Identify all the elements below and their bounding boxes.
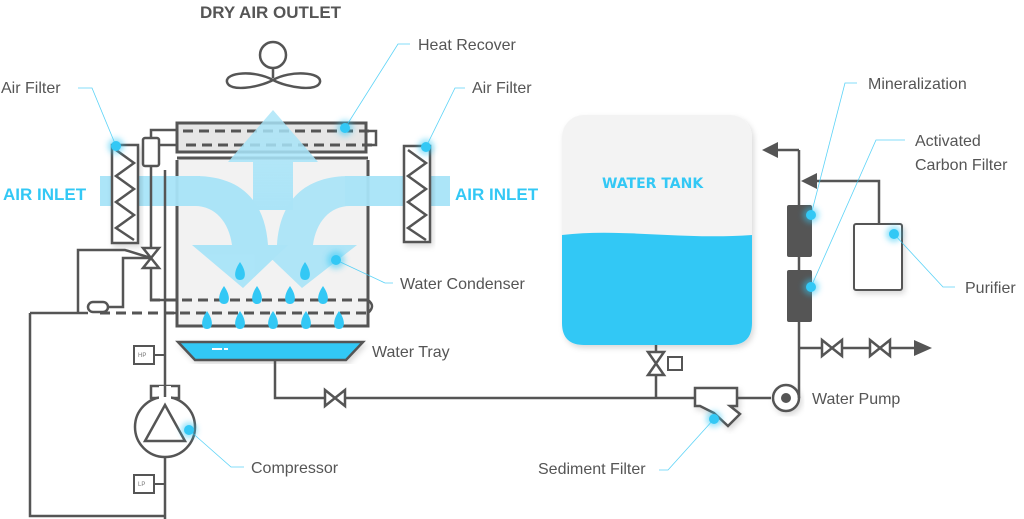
- fan-icon: [225, 40, 322, 90]
- purifier-label: Purifier: [965, 280, 1016, 297]
- air-filter-left: [110, 143, 140, 245]
- water-droplets: [202, 262, 344, 329]
- outlet-valve-2: [868, 337, 892, 359]
- dry-air-outlet-title: DRY AIR OUTLET: [200, 3, 342, 22]
- return-arrow-icon: [801, 173, 817, 189]
- outlet-arrow-right-icon: [914, 340, 932, 356]
- drain-valve: [323, 387, 347, 409]
- heat-recover-label: Heat Recover: [418, 37, 516, 54]
- air-inlet-right-label: AIR INLET: [455, 185, 539, 204]
- svg-text:HP: HP: [138, 353, 146, 359]
- tank-valve: [645, 350, 667, 377]
- water-tray-label: Water Tray: [372, 344, 450, 361]
- outlet-valve-1: [820, 337, 844, 359]
- svg-text:LP: LP: [138, 482, 145, 488]
- air-filter-right: [402, 144, 432, 244]
- activated-label-line1: Activated: [915, 133, 981, 150]
- water-pump: [771, 383, 801, 413]
- air-filter-left-label: Air Filter: [1, 80, 61, 97]
- outlet-arrow-icon: [762, 142, 778, 158]
- water-tray: [175, 340, 366, 362]
- water-condenser-label: Water Condenser: [400, 276, 525, 293]
- sediment-filter-label: Sediment Filter: [538, 461, 646, 478]
- air-filter-right-label: Air Filter: [472, 80, 532, 97]
- mineralization-label: Mineralization: [868, 76, 967, 93]
- compressor-label: Compressor: [251, 460, 339, 477]
- callouts: Heat Recover Air Filter Air Filter Water…: [1, 37, 1016, 478]
- water-tank: [562, 115, 752, 345]
- refrigerant-piping: HP LP: [28, 128, 177, 519]
- activated-label-line2: Carbon Filter: [915, 157, 1008, 174]
- water-tank-label: WATER TANK: [602, 176, 704, 192]
- air-inlet-left-label: AIR INLET: [3, 185, 87, 204]
- water-pump-label: Water Pump: [812, 391, 900, 408]
- carbon-filter-cartridge: [787, 270, 812, 322]
